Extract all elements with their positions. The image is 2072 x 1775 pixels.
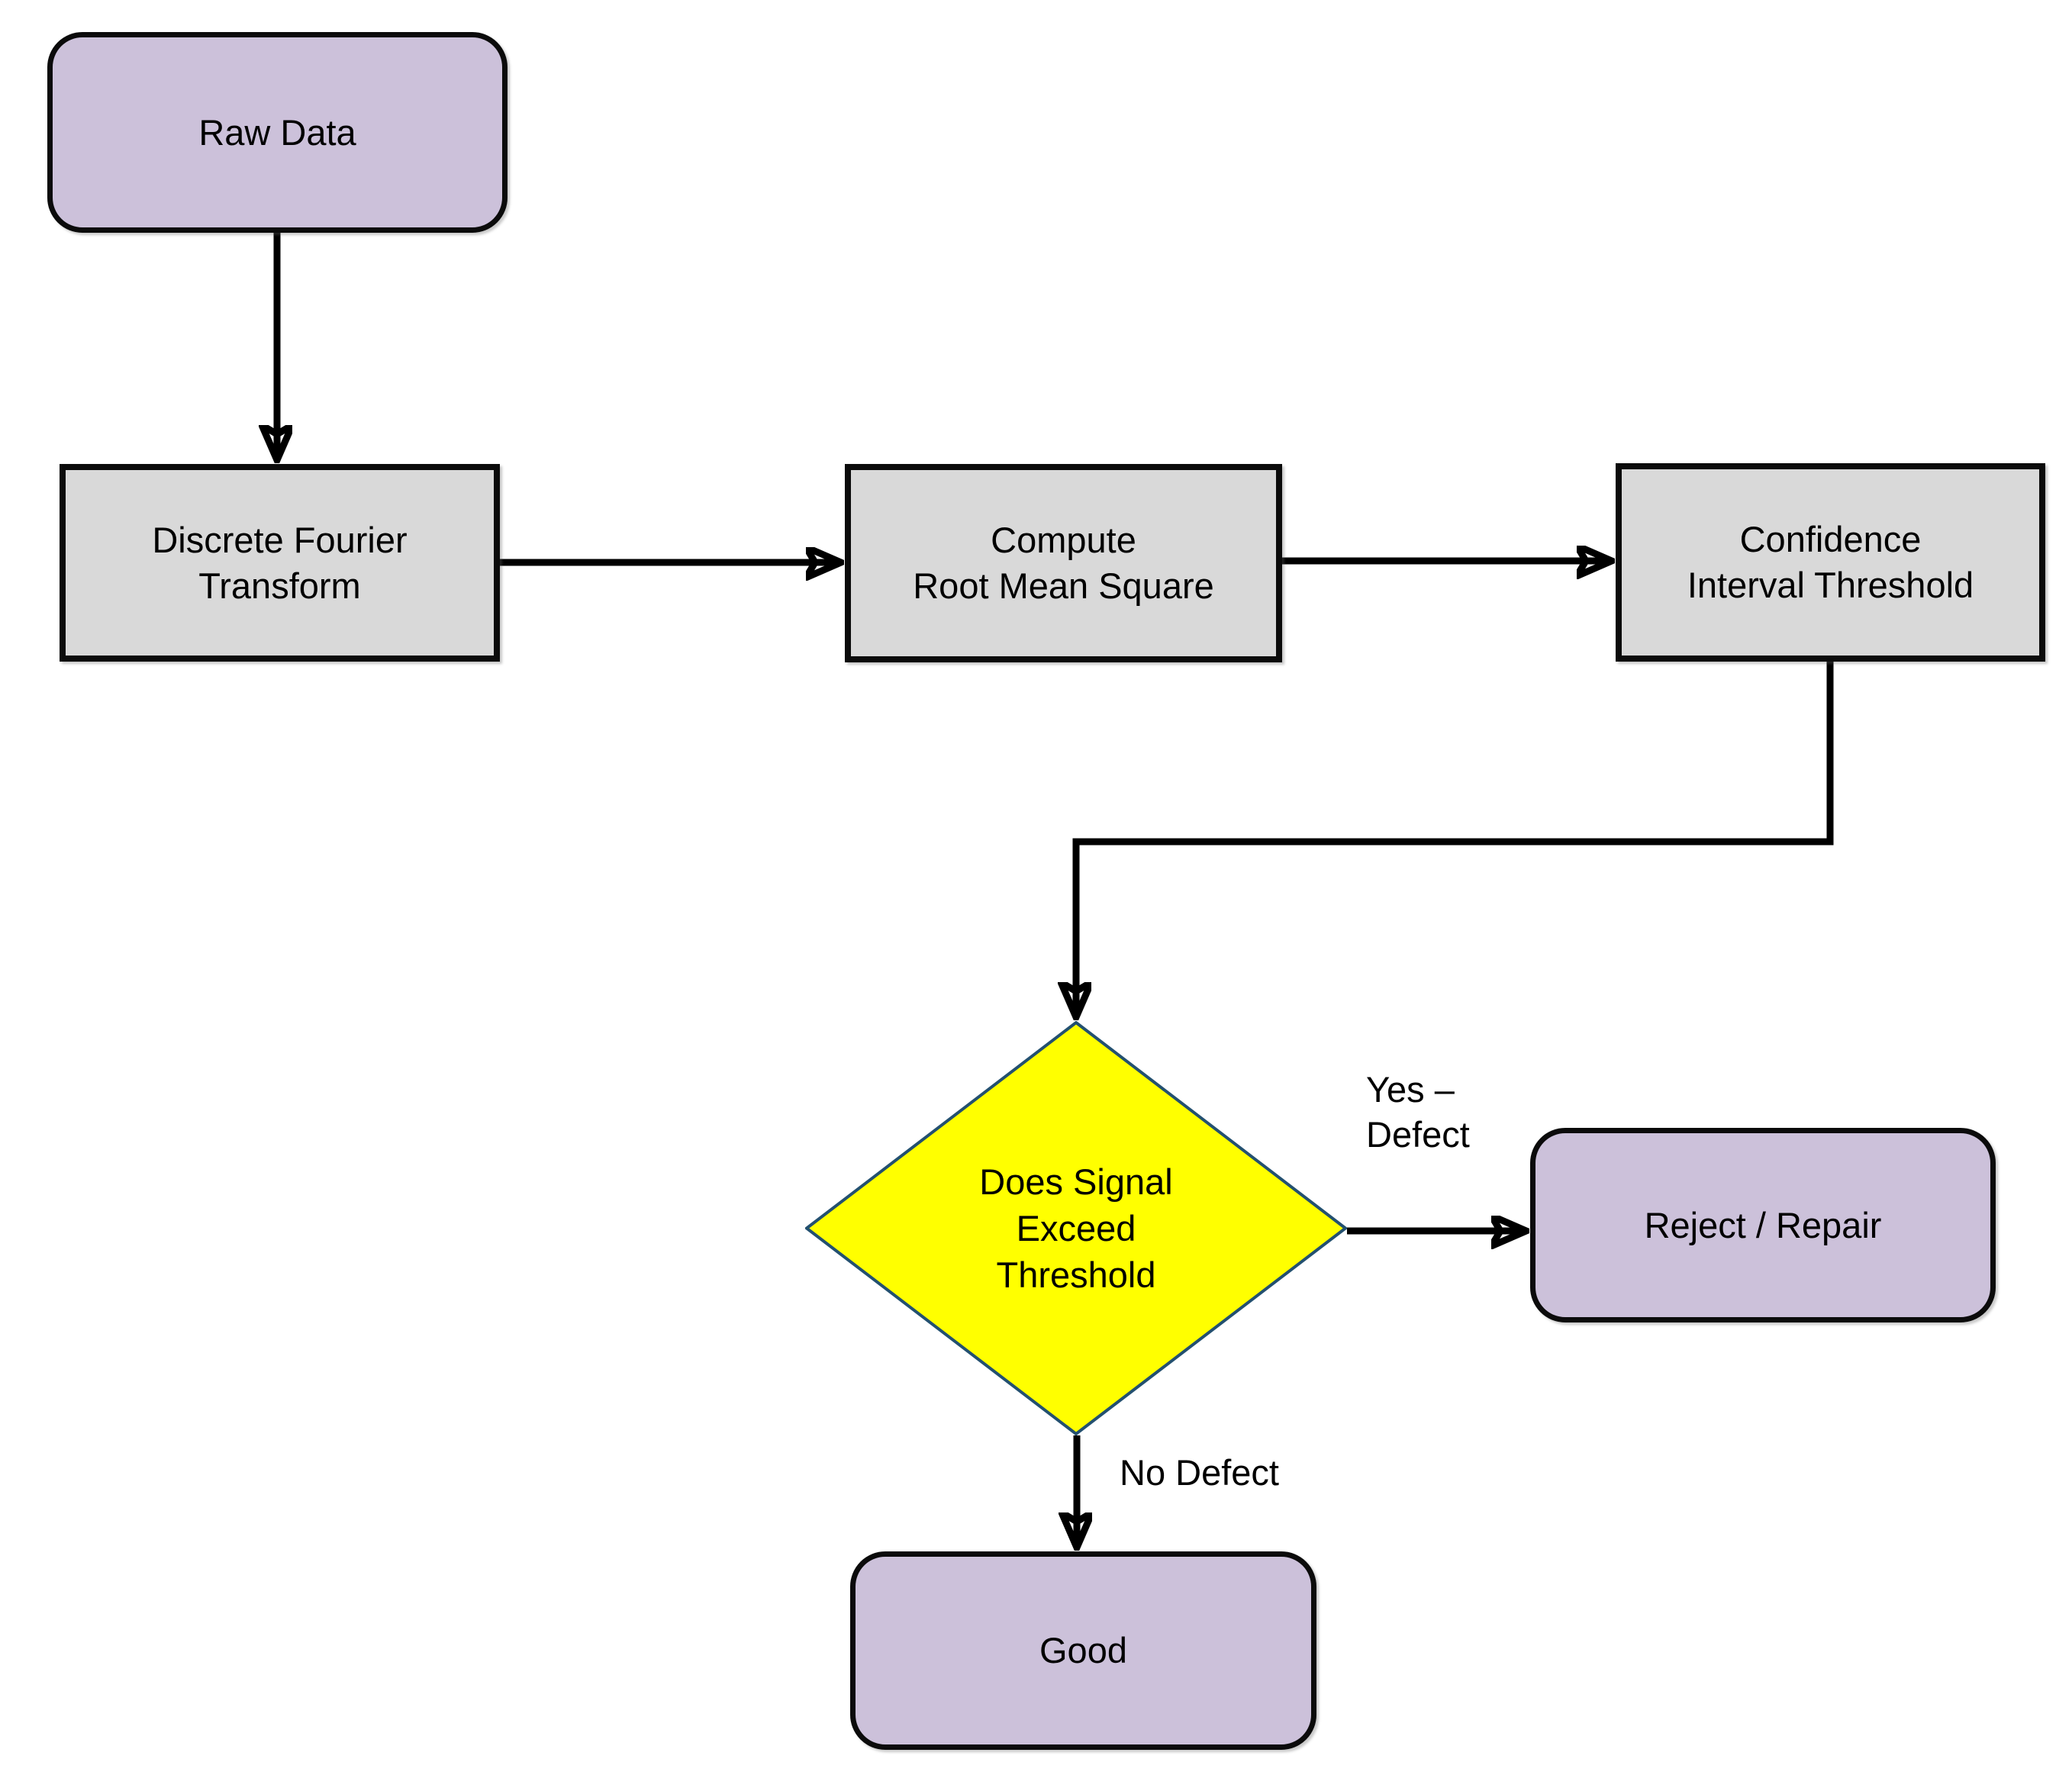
node-decision-diamond: Does Signal Exceed Threshold bbox=[805, 1021, 1347, 1435]
node-compute-root-mean-square: Compute Root Mean Square bbox=[845, 464, 1282, 662]
edge-label-yes-defect: Yes – Defect bbox=[1366, 1069, 1470, 1155]
node-decision-label: Does Signal Exceed Threshold bbox=[979, 1161, 1173, 1296]
edge-label-no-defect: No Defect bbox=[1120, 1452, 1279, 1493]
node-good-label: Good bbox=[1039, 1630, 1127, 1671]
node-discrete-fourier-transform-label: Discrete Fourier Transform bbox=[152, 519, 408, 606]
node-compute-root-mean-square-label: Compute Root Mean Square bbox=[913, 520, 1214, 606]
node-confidence-interval-threshold: Confidence Interval Threshold bbox=[1616, 463, 2045, 662]
edge-cit-to-decision bbox=[1076, 662, 1834, 1016]
node-raw-data-label: Raw Data bbox=[198, 111, 356, 153]
node-reject-repair-label: Reject / Repair bbox=[1644, 1204, 1882, 1245]
node-raw-data: Raw Data bbox=[47, 32, 508, 233]
node-reject-repair: Reject / Repair bbox=[1530, 1128, 1996, 1322]
node-discrete-fourier-transform: Discrete Fourier Transform bbox=[60, 464, 500, 662]
decision-diamond-shape bbox=[805, 1021, 1347, 1435]
node-good: Good bbox=[850, 1551, 1316, 1750]
node-confidence-interval-threshold-label: Confidence Interval Threshold bbox=[1687, 519, 1974, 605]
